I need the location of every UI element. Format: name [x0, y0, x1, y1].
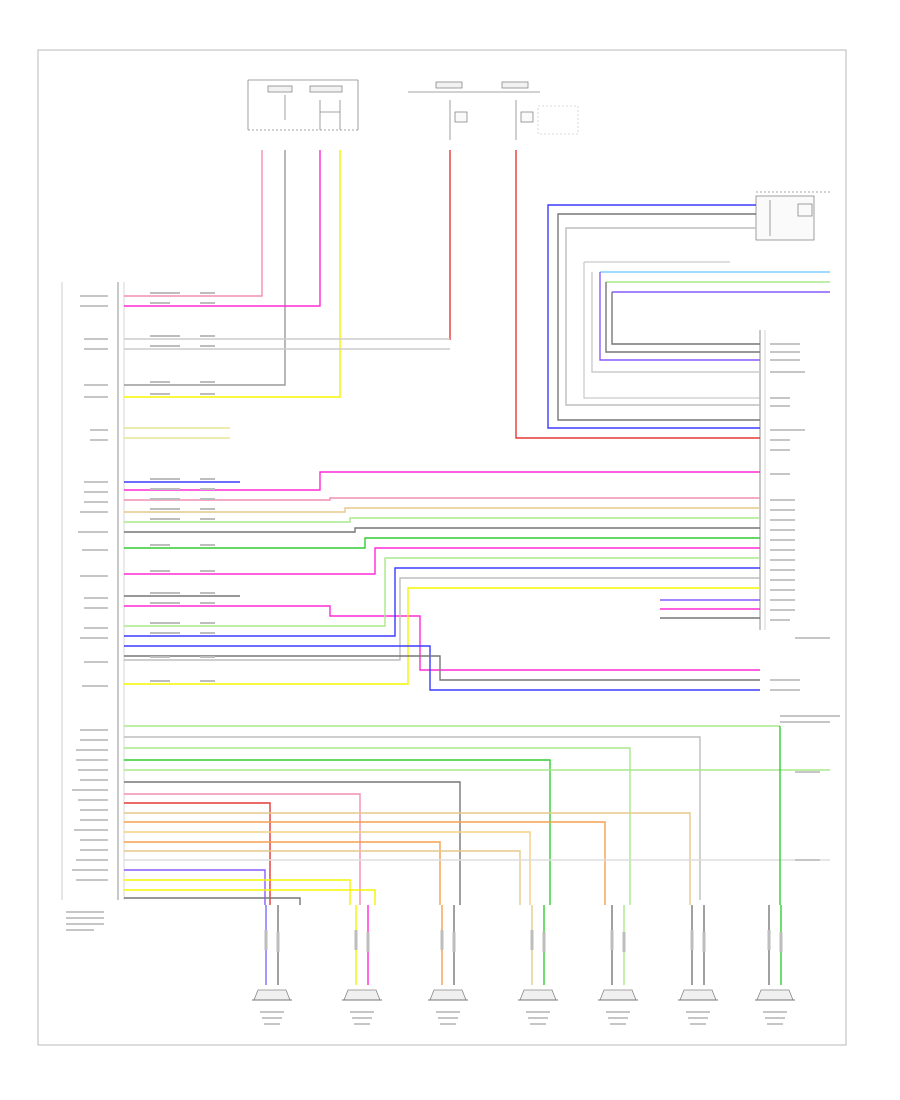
right-rear-speaker [428, 905, 468, 1025]
wire-label-mark [264, 930, 268, 950]
top-switch-block [247, 79, 359, 131]
wire-label-mark [767, 930, 771, 950]
left-front-tweeter [598, 905, 638, 1025]
speaker-icon [679, 989, 717, 1001]
wire-label-mark [366, 932, 370, 952]
wire-label-mark [530, 930, 534, 950]
amplifier-module [759, 330, 766, 630]
pin-label-marks-right [770, 343, 840, 861]
wire-label-mark [452, 932, 456, 952]
speaker-icon [519, 989, 557, 1001]
speaker-icon [429, 989, 467, 1001]
left-front-door-speaker [252, 905, 292, 1025]
speaker-icon [599, 989, 637, 1001]
wire-label-mark [702, 932, 706, 952]
wire-label-mark [610, 930, 614, 950]
speaker-group [252, 905, 795, 1025]
subwoofer-speaker [755, 905, 795, 1025]
speaker-icon [756, 989, 794, 1001]
right-front-door-speaker [342, 905, 382, 1025]
diagram-frame [37, 49, 847, 1046]
speaker-icon [253, 989, 291, 1001]
top-right-module [755, 191, 830, 241]
pin-label-marks-left [66, 295, 108, 931]
left-rear-speaker [518, 905, 558, 1025]
speaker-icon [343, 989, 381, 1001]
power-feed-block [408, 81, 579, 140]
wire-label-mark [690, 930, 694, 950]
wire-label-marks [150, 292, 215, 682]
wire-label-mark [440, 930, 444, 950]
wire-label-mark [542, 932, 546, 952]
wire-label-mark [276, 932, 280, 952]
wire-label-mark [354, 930, 358, 950]
right-front-tweeter [678, 905, 718, 1025]
wire-harness [124, 150, 830, 905]
wire-label-mark [622, 932, 626, 952]
wire-label-mark [779, 932, 783, 952]
audio-unit-connector [61, 282, 125, 900]
